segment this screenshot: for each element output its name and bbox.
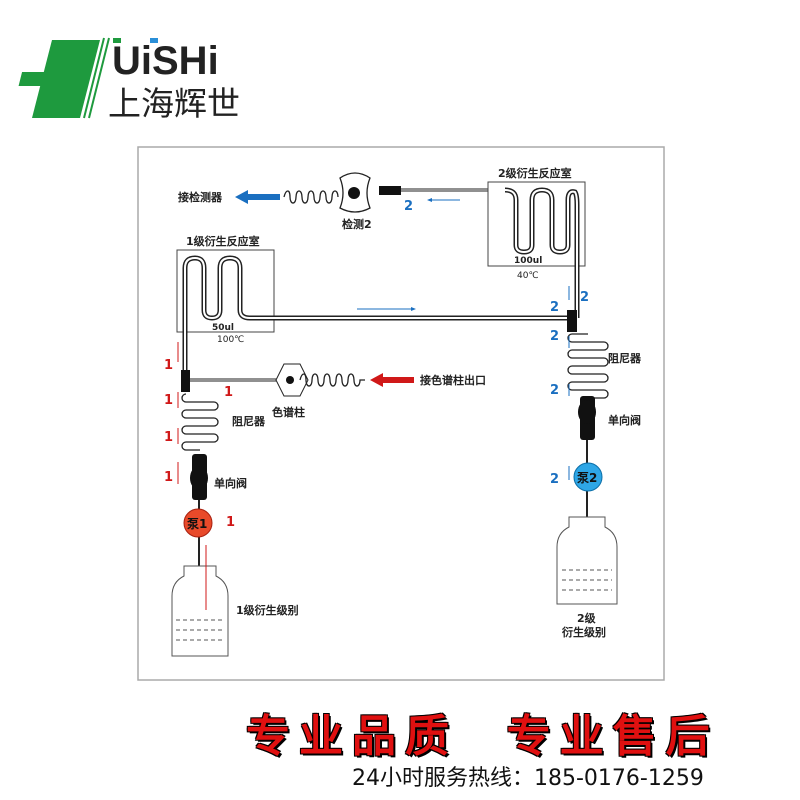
detector-label: 检测2 bbox=[342, 217, 372, 231]
svg-text:1: 1 bbox=[164, 358, 173, 373]
flow-label-1: 1 bbox=[224, 385, 233, 400]
column-label: 色谱柱 bbox=[272, 405, 305, 419]
reactor2-title: 2级衍生反应室 bbox=[498, 166, 572, 180]
reagent2-label-2: 衍生级别 bbox=[561, 625, 606, 639]
reactor1-title: 1级衍生反应室 bbox=[186, 234, 260, 248]
detector-icon bbox=[339, 172, 371, 213]
check-valve-label-2: 单向阀 bbox=[608, 413, 641, 427]
reagent-bottle-2 bbox=[556, 516, 618, 605]
damper-coil-1 bbox=[181, 393, 219, 451]
damper-label-2: 阻尼器 bbox=[608, 351, 642, 365]
check-valve-2 bbox=[578, 396, 596, 440]
reactor1-volume: 50ul bbox=[212, 323, 234, 333]
to-detector-label: 接检测器 bbox=[178, 190, 223, 204]
column-coil bbox=[299, 373, 365, 387]
flow-label-2: 2 bbox=[404, 199, 413, 214]
hotline: 24小时服务热线：185-0176-1259 bbox=[352, 766, 704, 791]
svg-text:1: 1 bbox=[164, 470, 173, 485]
tee-connector bbox=[379, 186, 401, 195]
pump1-label: 泵1 bbox=[187, 517, 207, 531]
svg-text:2: 2 bbox=[550, 300, 559, 315]
column-outlet-label: 接色谱柱出口 bbox=[420, 373, 486, 387]
reactor2-temp: 40℃ bbox=[517, 271, 539, 281]
logo-chinese: 上海辉世 bbox=[108, 84, 240, 123]
pump2-label: 泵2 bbox=[577, 471, 597, 485]
svg-text:2: 2 bbox=[550, 383, 559, 398]
damper-label-1: 阻尼器 bbox=[232, 414, 266, 428]
svg-text:2: 2 bbox=[550, 472, 559, 487]
diagram-frame bbox=[137, 146, 665, 681]
outlet-coil bbox=[283, 190, 339, 204]
check-valve-1 bbox=[190, 454, 208, 500]
flow-labels-1: 1 1 1 1 bbox=[164, 342, 207, 610]
reagent2-label-1: 2级 bbox=[577, 611, 597, 625]
blue-arrow-left-icon bbox=[235, 190, 280, 204]
svg-text:2: 2 bbox=[580, 290, 589, 305]
slogan: 专业品质 专业售后 bbox=[246, 711, 719, 762]
tee-connector-2 bbox=[567, 310, 577, 332]
check-valve-label-1: 单向阀 bbox=[214, 476, 247, 490]
logo: UiSHi 上海辉世 bbox=[18, 37, 240, 123]
red-arrow-left-icon bbox=[370, 373, 414, 387]
flow-label-1b: 1 bbox=[226, 515, 235, 530]
reactor2-volume: 100ul bbox=[514, 256, 542, 266]
logo-latin: UiSHi bbox=[112, 39, 219, 83]
tee-connector-1 bbox=[181, 370, 190, 392]
pump1: 泵1 bbox=[183, 508, 213, 538]
reagent-bottle-1 bbox=[171, 565, 229, 657]
reagent1-label: 1级衍生级别 bbox=[236, 603, 299, 617]
column-icon bbox=[275, 363, 309, 397]
svg-text:2: 2 bbox=[550, 329, 559, 344]
flow-labels-2: 2 2 2 2 2 bbox=[550, 286, 589, 487]
svg-text:1: 1 bbox=[164, 393, 173, 408]
damper-coil-2 bbox=[567, 333, 609, 399]
pump2: 泵2 bbox=[573, 462, 603, 492]
reactor1-temp: 100℃ bbox=[217, 335, 244, 345]
svg-text:1: 1 bbox=[164, 430, 173, 445]
